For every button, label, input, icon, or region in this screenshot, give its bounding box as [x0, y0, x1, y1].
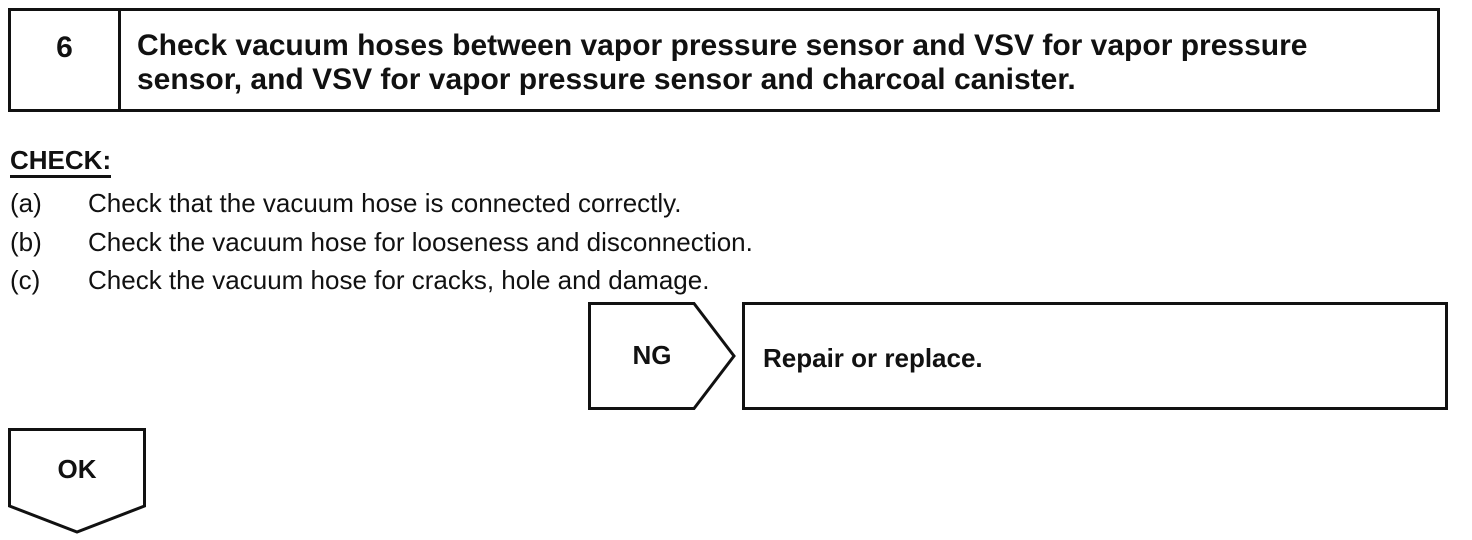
check-item-marker: (c) — [10, 265, 41, 295]
step-header-box: 6 Check vacuum hoses between vapor press… — [8, 8, 1440, 112]
check-item-marker: (b) — [10, 226, 42, 257]
check-item: (a) Check that the vacuum hose is connec… — [10, 184, 753, 223]
check-item-text: Check the vacuum hose for cracks, hole a… — [88, 265, 710, 295]
ng-action-box: Repair or replace. — [742, 302, 1448, 410]
ng-action-text: Repair or replace. — [763, 343, 983, 373]
check-item-text: Check that the vacuum hose is connected … — [88, 188, 682, 218]
check-item: (b) Check the vacuum hose for looseness … — [10, 223, 753, 262]
step-number: 6 — [11, 11, 121, 109]
ng-arrow-shape — [588, 302, 736, 410]
step-title: Check vacuum hoses between vapor pressur… — [137, 29, 1308, 96]
ng-label: NG — [632, 340, 672, 370]
check-heading: CHECK: — [10, 145, 112, 178]
ok-label: OK — [57, 454, 97, 484]
ok-arrow-shape — [8, 428, 146, 534]
check-item-marker: (a) — [10, 188, 42, 218]
check-item-text: Check the vacuum hose for looseness and … — [88, 226, 753, 257]
check-item: (c) Check the vacuum hose for cracks, ho… — [10, 261, 753, 300]
check-list: (a) Check that the vacuum hose is connec… — [10, 184, 753, 300]
